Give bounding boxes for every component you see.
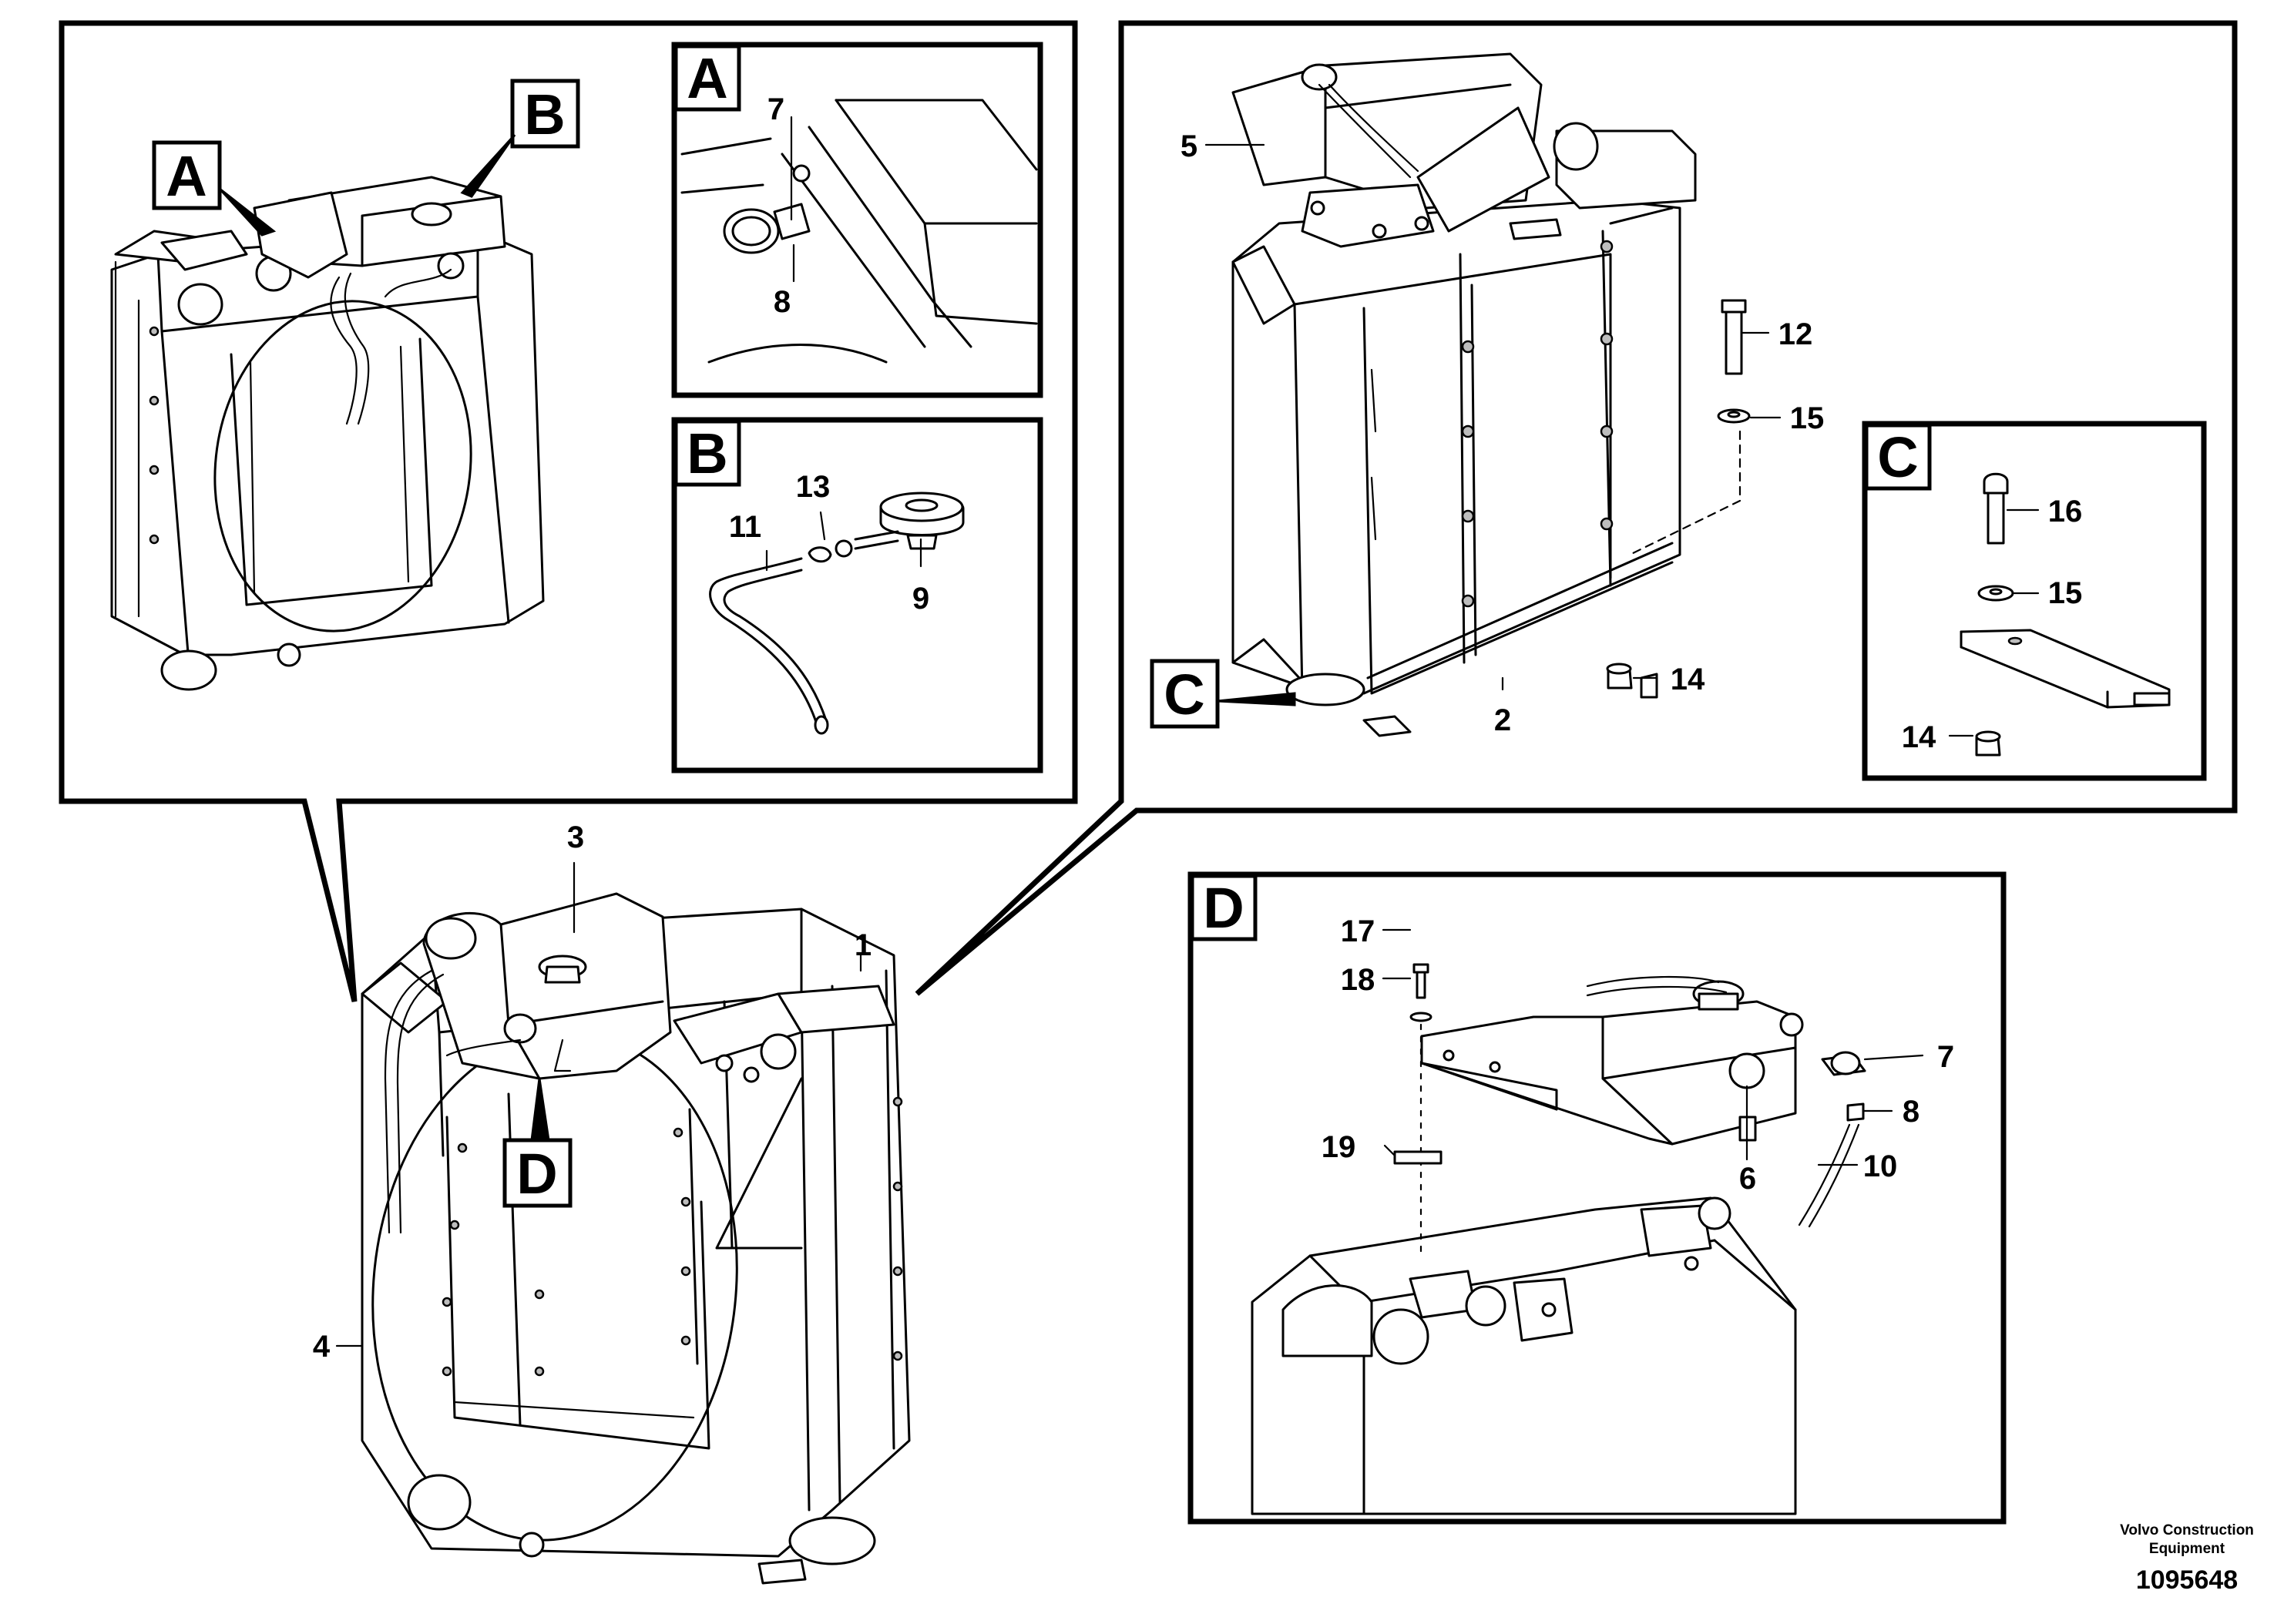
callout-10: 10 (1863, 1149, 1898, 1183)
radiator-overview-drawing (110, 176, 545, 691)
callout-box-a-overview: A (152, 140, 277, 237)
callout-7-detail-a: 7 (767, 92, 784, 126)
detail-a-title: A (687, 46, 727, 110)
callout-2: 2 (1494, 703, 1511, 737)
callout-17: 17 (1341, 914, 1375, 948)
callout-12: 12 (1778, 317, 1813, 351)
callout-numbers: 1 2 3 4 5 6 7 7 8 8 9 10 11 12 13 14 14 … (313, 92, 2082, 1364)
callout-9: 9 (912, 582, 929, 616)
callout-box-d-label: D (516, 1142, 557, 1206)
company-name-line2: Equipment (2149, 1541, 2225, 1557)
callout-14-assembly: 14 (1671, 663, 1705, 696)
callout-13: 13 (796, 470, 831, 504)
callout-8-detail-a: 8 (774, 285, 791, 319)
detail-b-title: B (687, 421, 727, 485)
callout-5: 5 (1181, 129, 1197, 163)
callout-15-detail-c: 15 (2048, 576, 2083, 610)
callout-6: 6 (1739, 1162, 1756, 1196)
radiator-assembly-drawing (1231, 52, 1697, 737)
overview-panel-right (915, 20, 2238, 996)
callout-box-c-overview: C (1150, 659, 1296, 729)
callout-4: 4 (313, 1330, 331, 1364)
callout-box-c-label: C (1164, 663, 1204, 726)
mounting-hardware-stack (1606, 299, 1751, 690)
reference-block: Volvo Construction Equipment 1095648 (2120, 1522, 2254, 1595)
callout-box-b-overview: B (460, 79, 580, 198)
callout-1: 1 (855, 928, 872, 962)
drawing-number: 1095648 (2136, 1565, 2238, 1595)
company-name-line1: Volvo Construction (2120, 1522, 2254, 1538)
callout-3: 3 (567, 820, 584, 854)
overview-panel-left (59, 20, 1078, 1002)
detail-c-panel: C (1862, 421, 2207, 781)
callout-14-detail-c: 14 (1902, 720, 1936, 754)
detail-d-panel: D (1187, 871, 2007, 1525)
callout-7-detail-d: 7 (1937, 1040, 1954, 1074)
detail-d-title: D (1203, 876, 1244, 940)
callout-box-a-label: A (166, 144, 207, 208)
callout-19: 19 (1322, 1130, 1356, 1164)
detail-a-panel: A (671, 42, 1043, 398)
callout-box-b-label: B (524, 82, 565, 146)
callout-15-assembly: 15 (1790, 401, 1825, 435)
detail-c-title: C (1877, 425, 1918, 489)
detail-b-panel: B (671, 417, 1043, 773)
main-radiator-drawing (361, 892, 911, 1585)
callout-16: 16 (2048, 495, 2083, 528)
callout-11: 11 (729, 510, 761, 544)
callout-box-d-main: D (502, 1078, 573, 1208)
callout-8-detail-d: 8 (1903, 1095, 1920, 1129)
callout-18: 18 (1341, 963, 1375, 997)
leader-lines (335, 116, 2040, 1347)
